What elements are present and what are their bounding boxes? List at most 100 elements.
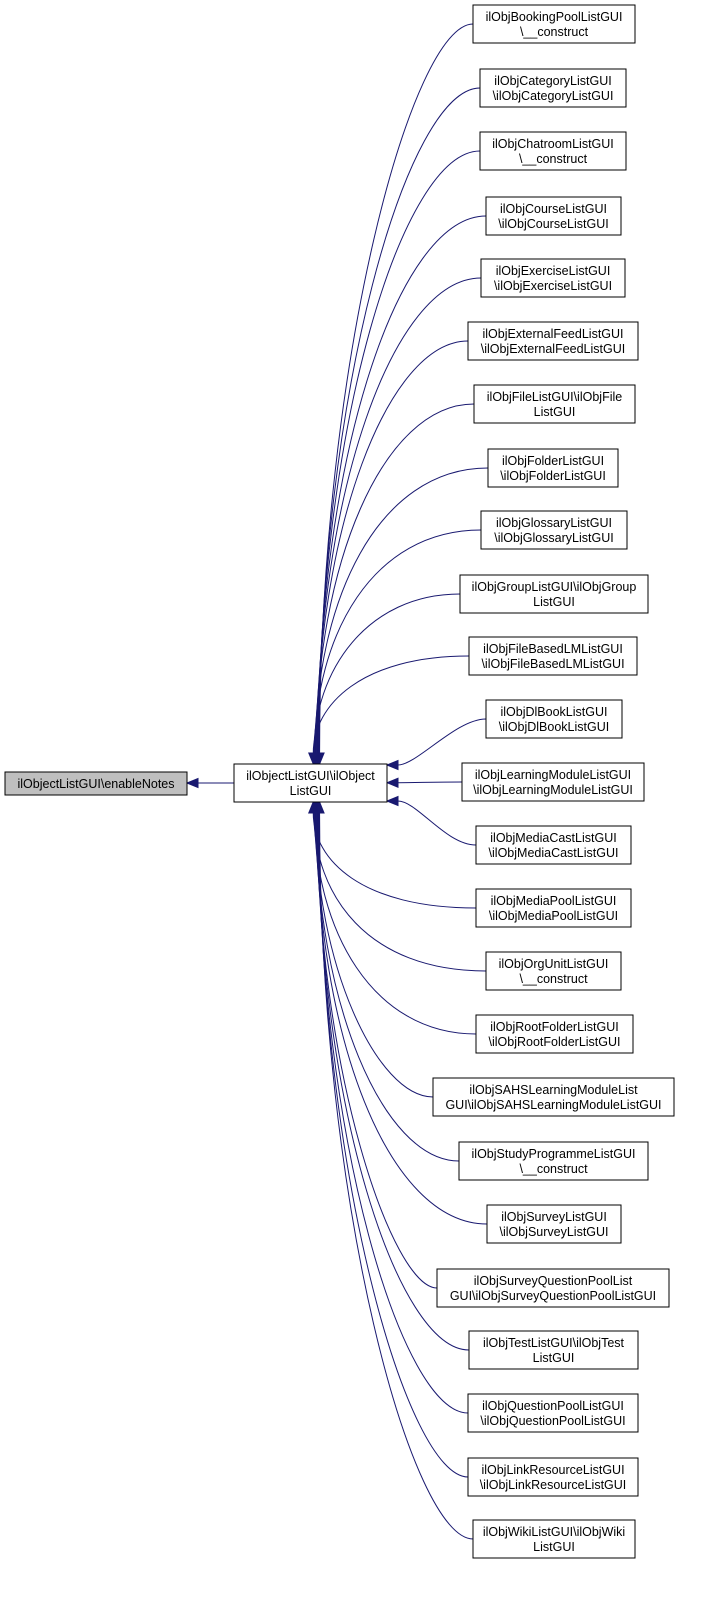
node-ilobjcategorylistgui-ilobjcategorylistgui[interactable]: ilObjCategoryListGUI\ilObjCategoryListGU… (479, 68, 627, 108)
node-center-ilobjectlistgui-label-line-1: ilObjectListGUI\ilObject (246, 769, 375, 783)
node-ilobjsahslearningmodulelistgui-ilobjsahslearningmodulelistgui-label-line-1: ilObjSAHSLearningModuleList (469, 1083, 638, 1097)
node-ilobjtestlistgui-ilobjtestlistgui[interactable]: ilObjTestListGUI\ilObjTestListGUI (468, 1330, 639, 1370)
edge-ilobjchatroomlistgui-construct (317, 150, 481, 754)
node-ilobjsurveylistgui-ilobjsurveylistgui-box (486, 1204, 622, 1244)
node-ilobjgrouplistgui-ilobjgrouplistgui-label-line-2: ListGUI (533, 595, 575, 609)
node-focus-enable-notes-label-line-1: ilObjectListGUI\enableNotes (17, 777, 174, 791)
edge-ilobjcategorylistgui-ilobjcategorylistgui (318, 87, 481, 754)
node-ilobjsurveylistgui-ilobjsurveylistgui-label-line-1: ilObjSurveyListGUI (501, 1210, 607, 1224)
node-ilobjchatroomlistgui-construct-label-line-2: \__construct (519, 152, 588, 166)
node-ilobjbookingpoollistgui-construct-label-line-2: \__construct (520, 25, 589, 39)
node-ilobjgrouplistgui-ilobjgrouplistgui[interactable]: ilObjGroupListGUI\ilObjGroupListGUI (459, 574, 649, 614)
node-ilobjfilebasedlmlistgui-ilobjfilebasedlmlistgui-label-line-1: ilObjFileBasedLMListGUI (483, 642, 623, 656)
node-ilobjcourselistgui-ilobjcourselistgui-box (485, 196, 622, 236)
node-ilobjgrouplistgui-ilobjgrouplistgui-box (459, 574, 649, 614)
node-ilobjcourselistgui-ilobjcourselistgui-label-line-1: ilObjCourseListGUI (500, 202, 607, 216)
node-ilobjsurveyquestionpoollistgui-ilobjsurveyquestionpoollistgui[interactable]: ilObjSurveyQuestionPoolListGUI\ilObjSurv… (436, 1268, 670, 1308)
node-ilobjglossarylistgui-ilobjglossarylistgui[interactable]: ilObjGlossaryListGUI\ilObjGlossaryListGU… (480, 510, 628, 550)
node-ilobjrootfolderlistgui-ilobjrootfolderlistgui-label-line-2: \ilObjRootFolderListGUI (489, 1035, 621, 1049)
node-ilobjrootfolderlistgui-ilobjrootfolderlistgui[interactable]: ilObjRootFolderListGUI\ilObjRootFolderLi… (475, 1014, 634, 1054)
node-ilobjglossarylistgui-ilobjglossarylistgui-box (480, 510, 628, 550)
node-ilobjsahslearningmodulelistgui-ilobjsahslearningmodulelistgui-box (432, 1077, 675, 1117)
node-ilobjsurveyquestionpoollistgui-ilobjsurveyquestionpoollistgui-box (436, 1268, 670, 1308)
node-ilobjdlbooklistgui-ilobjdlbooklistgui[interactable]: ilObjDlBookListGUI\ilObjDlBookListGUI (485, 699, 623, 739)
node-ilobjfilelistgui-ilobjfilelistgui[interactable]: ilObjFileListGUI\ilObjFileListGUI (473, 384, 636, 424)
node-ilobjmediacastlistgui-ilobjmediacastlistgui-label-line-2: \ilObjMediaCastListGUI (489, 846, 619, 860)
node-ilobjcategorylistgui-ilobjcategorylistgui-box (479, 68, 627, 108)
node-ilobjdlbooklistgui-ilobjdlbooklistgui-label-line-1: ilObjDlBookListGUI (501, 705, 608, 719)
node-focus-enable-notes-box (4, 771, 188, 796)
node-ilobjlinkresourcelistgui-ilobjlinkresourcelistgui-box (467, 1457, 639, 1497)
node-ilobjbookingpoollistgui-construct-box (472, 4, 636, 44)
node-ilobjfilelistgui-ilobjfilelistgui-box (473, 384, 636, 424)
edge-ilobjmediacastlistgui-ilobjmediacastlistgui-arrowhead (385, 795, 399, 807)
node-ilobjwikilistgui-ilobjwikilistgui[interactable]: ilObjWikiListGUI\ilObjWikiListGUI (472, 1519, 636, 1559)
node-ilobjcourselistgui-ilobjcourselistgui[interactable]: ilObjCourseListGUI\ilObjCourseListGUI (485, 196, 622, 236)
node-ilobjfolderlistgui-ilobjfolderlistgui-label-line-2: \ilObjFolderListGUI (500, 469, 606, 483)
edge-ilobjdlbooklistgui-ilobjdlbooklistgui-arrowhead (385, 759, 399, 771)
edge-ilobjsahslearningmodulelistgui-ilobjsahslearningmodulelistgui (314, 812, 434, 1098)
edge-ilobjfilebasedlmlistgui-ilobjfilebasedlmlistgui (312, 655, 470, 754)
node-ilobjlinkresourcelistgui-ilobjlinkresourcelistgui[interactable]: ilObjLinkResourceListGUI\ilObjLinkResour… (467, 1457, 639, 1497)
node-ilobjquestionpoollistgui-ilobjquestionpoollistgui[interactable]: ilObjQuestionPoolListGUI\ilObjQuestionPo… (467, 1393, 639, 1433)
node-ilobjsurveylistgui-ilobjsurveylistgui-label-line-2: \ilObjSurveyListGUI (499, 1225, 608, 1239)
node-layer: ilObjectListGUI\enableNotes ilObjectListG… (4, 4, 675, 1559)
node-ilobjfilebasedlmlistgui-ilobjfilebasedlmlistgui-box (468, 636, 638, 676)
node-ilobjcourselistgui-ilobjcourselistgui-label-line-2: \ilObjCourseListGUI (498, 217, 608, 231)
node-ilobjrootfolderlistgui-ilobjrootfolderlistgui-box (475, 1014, 634, 1054)
node-ilobjstudyprogrammelistgui-construct-label-line-1: ilObjStudyProgrammeListGUI (472, 1147, 636, 1161)
edge-ilobjdlbooklistgui-ilobjdlbooklistgui (397, 718, 487, 766)
node-ilobjorgunitlistgui-construct-label-line-1: ilObjOrgUnitListGUI (499, 957, 609, 971)
node-focus-enable-notes[interactable]: ilObjectListGUI\enableNotes (4, 771, 188, 796)
node-ilobjsurveyquestionpoollistgui-ilobjsurveyquestionpoollistgui-label-line-2: GUI\ilObjSurveyQuestionPoolListGUI (450, 1289, 656, 1303)
node-ilobjmediapoollistgui-ilobjmediapoollistgui-label-line-2: \ilObjMediaPoolListGUI (489, 909, 618, 923)
edge-ilobjorgunitlistgui-construct (313, 812, 487, 972)
node-ilobjcategorylistgui-ilobjcategorylistgui-label-line-1: ilObjCategoryListGUI (494, 74, 611, 88)
edge-ilobjwikilistgui-ilobjwikilistgui-arrowhead (314, 800, 325, 814)
node-ilobjgrouplistgui-ilobjgrouplistgui-label-line-1: ilObjGroupListGUI\ilObjGroup (472, 580, 637, 594)
node-ilobjstudyprogrammelistgui-construct-label-line-2: \__construct (519, 1162, 588, 1176)
node-ilobjlearningmodulelistgui-ilobjlearningmodulelistgui-label-line-2: \ilObjLearningModuleListGUI (473, 783, 633, 797)
node-ilobjorgunitlistgui-construct[interactable]: ilObjOrgUnitListGUI\__construct (485, 951, 622, 991)
node-ilobjsahslearningmodulelistgui-ilobjsahslearningmodulelistgui[interactable]: ilObjSAHSLearningModuleListGUI\ilObjSAHS… (432, 1077, 675, 1117)
node-ilobjbookingpoollistgui-construct[interactable]: ilObjBookingPoolListGUI\__construct (472, 4, 636, 44)
node-ilobjlinkresourcelistgui-ilobjlinkresourcelistgui-label-line-2: \ilObjLinkResourceListGUI (480, 1478, 627, 1492)
node-ilobjexternalfeedlistgui-ilobjexternalfeedlistgui[interactable]: ilObjExternalFeedListGUI\ilObjExternalFe… (467, 321, 639, 361)
node-center-ilobjectlistgui[interactable]: ilObjectListGUI\ilObjectListGUI (233, 763, 388, 803)
node-ilobjlearningmodulelistgui-ilobjlearningmodulelistgui[interactable]: ilObjLearningModuleListGUI\ilObjLearning… (461, 762, 645, 802)
node-ilobjexternalfeedlistgui-ilobjexternalfeedlistgui-label-line-1: ilObjExternalFeedListGUI (482, 327, 623, 341)
node-ilobjfolderlistgui-ilobjfolderlistgui[interactable]: ilObjFolderListGUI\ilObjFolderListGUI (487, 448, 619, 488)
node-ilobjexerciselistgui-ilobjexerciselistgui-box (480, 258, 626, 298)
node-ilobjwikilistgui-ilobjwikilistgui-label-line-2: ListGUI (533, 1540, 575, 1554)
node-ilobjmediacastlistgui-ilobjmediacastlistgui[interactable]: ilObjMediaCastListGUI\ilObjMediaCastList… (475, 825, 632, 865)
edge-ilobjlearningmodulelistgui-ilobjlearningmodulelistgui (397, 781, 463, 784)
edge-ilobjcourselistgui-ilobjcourselistgui (317, 215, 487, 754)
node-ilobjtestlistgui-ilobjtestlistgui-box (468, 1330, 639, 1370)
edge-ilobjlearningmodulelistgui-ilobjlearningmodulelistgui-arrowhead (385, 777, 399, 788)
node-ilobjsurveylistgui-ilobjsurveylistgui[interactable]: ilObjSurveyListGUI\ilObjSurveyListGUI (486, 1204, 622, 1244)
node-ilobjorgunitlistgui-construct-box (485, 951, 622, 991)
node-ilobjmediacastlistgui-ilobjmediacastlistgui-label-line-1: ilObjMediaCastListGUI (490, 831, 616, 845)
edge-ilobjwikilistgui-ilobjwikilistgui (319, 812, 474, 1540)
node-ilobjexternalfeedlistgui-ilobjexternalfeedlistgui-label-line-2: \ilObjExternalFeedListGUI (481, 342, 626, 356)
node-ilobjquestionpoollistgui-ilobjquestionpoollistgui-label-line-1: ilObjQuestionPoolListGUI (482, 1399, 624, 1413)
node-ilobjexerciselistgui-ilobjexerciselistgui[interactable]: ilObjExerciseListGUI\ilObjExerciseListGU… (480, 258, 626, 298)
node-ilobjstudyprogrammelistgui-construct[interactable]: ilObjStudyProgrammeListGUI\__construct (458, 1141, 649, 1181)
node-ilobjglossarylistgui-ilobjglossarylistgui-label-line-2: \ilObjGlossaryListGUI (494, 531, 613, 545)
node-ilobjorgunitlistgui-construct-label-line-2: \__construct (519, 972, 588, 986)
node-ilobjglossarylistgui-ilobjglossarylistgui-label-line-1: ilObjGlossaryListGUI (496, 516, 612, 530)
node-ilobjmediapoollistgui-ilobjmediapoollistgui[interactable]: ilObjMediaPoolListGUI\ilObjMediaPoolList… (475, 888, 632, 928)
edge-center-to-focus-arrowhead (185, 777, 199, 789)
node-ilobjfilelistgui-ilobjfilelistgui-label-line-2: ListGUI (534, 405, 576, 419)
node-ilobjfilebasedlmlistgui-ilobjfilebasedlmlistgui[interactable]: ilObjFileBasedLMListGUI\ilObjFileBasedLM… (468, 636, 638, 676)
edge-ilobjmediapoollistgui-ilobjmediapoollistgui (312, 812, 477, 909)
edge-layer (185, 23, 489, 1540)
node-ilobjfolderlistgui-ilobjfolderlistgui-label-line-1: ilObjFolderListGUI (502, 454, 604, 468)
node-ilobjchatroomlistgui-construct[interactable]: ilObjChatroomListGUI\__construct (479, 131, 627, 171)
node-ilobjmediapoollistgui-ilobjmediapoollistgui-box (475, 888, 632, 928)
node-ilobjtestlistgui-ilobjtestlistgui-label-line-1: ilObjTestListGUI\ilObjTest (483, 1336, 625, 1350)
edge-ilobjrootfolderlistgui-ilobjrootfolderlistgui (314, 812, 477, 1035)
node-ilobjquestionpoollistgui-ilobjquestionpoollistgui-label-line-2: \ilObjQuestionPoolListGUI (480, 1414, 625, 1428)
node-ilobjlearningmodulelistgui-ilobjlearningmodulelistgui-label-line-1: ilObjLearningModuleListGUI (475, 768, 631, 782)
node-ilobjtestlistgui-ilobjtestlistgui-label-line-2: ListGUI (533, 1351, 575, 1365)
